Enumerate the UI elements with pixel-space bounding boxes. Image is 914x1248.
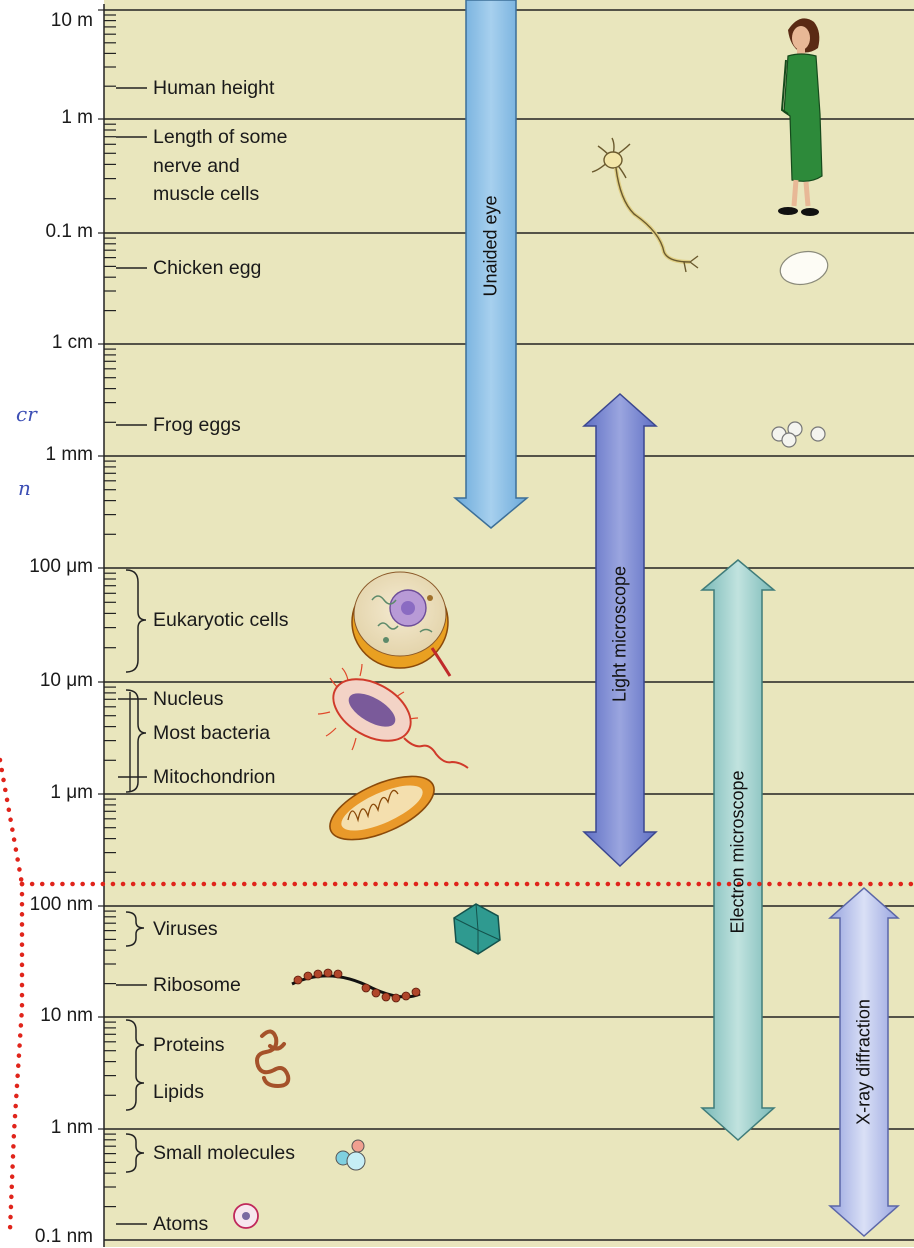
ribosome-icon <box>292 969 420 1002</box>
label-nerve-line3: muscle cells <box>153 180 259 208</box>
scale-label-1um: 1 μm <box>5 782 93 804</box>
atom-icon <box>234 1204 258 1228</box>
label-xray-diffraction: X-ray diffraction <box>854 999 875 1125</box>
scale-label-1nm: 1 nm <box>5 1117 93 1139</box>
scale-label-100um: 100 μm <box>5 556 93 578</box>
label-nucleus: Nucleus <box>153 685 223 713</box>
handwritten-note-1: cr <box>16 402 37 426</box>
scale-label-0-1m: 0.1 m <box>5 221 93 243</box>
label-nerve-line2: nerve and <box>153 152 240 180</box>
small-molecule-icon <box>336 1140 365 1170</box>
label-lipids: Lipids <box>153 1078 204 1106</box>
neuron-icon <box>592 138 698 272</box>
label-human-height: Human height <box>153 74 274 102</box>
scale-label-0-1nm: 0.1 nm <box>5 1226 93 1248</box>
label-proteins: Proteins <box>153 1031 225 1059</box>
label-eukaryotic-cells: Eukaryotic cells <box>153 606 288 634</box>
label-chicken-egg: Chicken egg <box>153 254 261 282</box>
eukaryotic-cell-icon <box>352 572 450 676</box>
label-viruses: Viruses <box>153 915 218 943</box>
label-electron-microscope: Electron microscope <box>728 770 749 933</box>
woman-icon <box>778 18 822 216</box>
virus-icon <box>454 904 500 954</box>
scale-label-10nm: 10 nm <box>5 1005 93 1027</box>
braces <box>126 570 146 1172</box>
frog-eggs-icon <box>772 422 825 447</box>
label-mitochondrion: Mitochondrion <box>153 763 275 791</box>
label-unaided-eye: Unaided eye <box>481 195 502 296</box>
scale-label-10m: 10 m <box>5 10 93 32</box>
label-atoms: Atoms <box>153 1210 208 1238</box>
handwritten-note-2: n <box>18 476 31 500</box>
scale-label-1m: 1 m <box>5 107 93 129</box>
scale-label-1mm: 1 mm <box>5 444 93 466</box>
dotted-boundary <box>0 760 914 1230</box>
protein-icon <box>257 1031 288 1086</box>
chicken-egg-icon <box>777 247 831 288</box>
label-ribosome: Ribosome <box>153 971 241 999</box>
minor-ticks <box>98 10 116 1207</box>
label-small-molecules: Small molecules <box>153 1139 295 1167</box>
label-nerve-line1: Length of some <box>153 123 287 151</box>
scale-label-10um: 10 μm <box>5 670 93 692</box>
scale-label-1cm: 1 cm <box>5 332 93 354</box>
label-frog-eggs: Frog eggs <box>153 411 241 439</box>
scale-label-100nm: 100 nm <box>5 894 93 916</box>
label-most-bacteria: Most bacteria <box>153 719 270 747</box>
item-pointers <box>116 88 147 1224</box>
label-light-microscope: Light microscope <box>610 566 631 702</box>
mitochondrion-icon <box>321 763 443 852</box>
bacterium-icon <box>318 664 468 768</box>
